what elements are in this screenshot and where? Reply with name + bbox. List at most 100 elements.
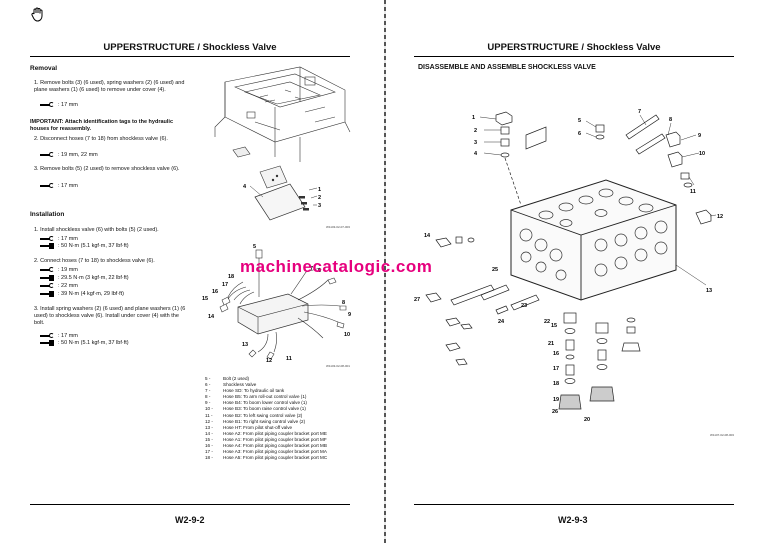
- hand-stop-icon: [31, 7, 43, 22]
- installation-step-2-tool-1: : 29.5 N·m (3 kgf·m, 22 lbf·ft): [40, 274, 129, 282]
- part-label: 14: [424, 233, 431, 239]
- legend-row: 14 -Hose A2: From pilot piping coupler b…: [205, 430, 327, 436]
- torque-wrench-icon: [40, 290, 54, 297]
- figure2-label: 7: [310, 266, 313, 272]
- legend-row: 9 -Hose B4: To boom lower control valve …: [205, 400, 307, 406]
- removal-step-3: 3. Remove bolts (5) (2 used) to remove s…: [34, 166, 180, 172]
- figure2-label: 10: [344, 332, 350, 338]
- legend-row: 6 -Shockless Valve: [205, 382, 257, 388]
- installation-step-2-tool-0: : 19 mm: [40, 266, 78, 274]
- wrench-icon: [40, 235, 54, 241]
- page-number-left: W2-9-2: [175, 515, 205, 525]
- under-cover-figure: 4 1 2 3: [214, 66, 351, 221]
- legend-row: 5 -Bolt (2 used): [205, 376, 250, 381]
- figure2-label: 6: [318, 268, 321, 274]
- part-label: 21: [548, 341, 554, 347]
- part-label: 20: [584, 417, 590, 423]
- part-label: 13: [706, 288, 712, 294]
- wrench-icon: [40, 151, 54, 157]
- part-label: 23: [521, 303, 527, 309]
- legend-row: 17 -Hose A3: From pilot piping coupler b…: [205, 449, 327, 455]
- installation-step-2: 2. Connect hoses (7 to 18) to shockless …: [34, 258, 155, 264]
- watermark: machinecatalogic.com: [240, 257, 433, 276]
- installation-title: Installation: [30, 211, 65, 218]
- torque-wrench-icon: [40, 274, 54, 281]
- installation-step-3-torque: : 50 N·m (5.1 kgf·m, 37 lbf·ft): [40, 339, 129, 347]
- page-number-right: W2-9-3: [558, 515, 588, 525]
- important-note: IMPORTANT: Attach identification tags to…: [30, 119, 174, 132]
- page-header-right: UPPERSTRUCTURE / Shockless Valve: [414, 42, 734, 57]
- valve-hoses-figure: 5 18 17 16 15 14 13 12 11 6 7 8 9 10: [202, 244, 351, 362]
- removal-step-2: 2. Disconnect hoses (7 to 18) from shock…: [34, 136, 168, 142]
- legend-row: 8 -Hose B5: To arm roll-out control valv…: [205, 394, 307, 400]
- left-page: UPPERSTRUCTURE / Shockless Valve Removal…: [0, 0, 384, 543]
- removal-step-1: 1. Remove bolts (3) (6 used), spring was…: [34, 80, 185, 93]
- wrench-icon: [40, 101, 54, 107]
- figure2-label: 11: [286, 356, 292, 362]
- torque-wrench-icon: [40, 242, 54, 249]
- figure2-label: 15: [202, 296, 208, 302]
- installation-step-1-tool: : 17 mm: [40, 235, 78, 243]
- installation-step-1-torque: : 50 N·m (5.1 kgf·m, 37 lbf·ft): [40, 242, 129, 250]
- right-page: UPPERSTRUCTURE / Shockless Valve DISASSE…: [386, 0, 768, 543]
- figure1-caption: W1103-02-07-003: [326, 225, 350, 229]
- part-label: 7: [638, 109, 641, 115]
- figure1-label: 2: [318, 195, 321, 201]
- legend-row: 15 -Hose A1: From pilot piping coupler b…: [205, 436, 327, 442]
- page-divider: [384, 0, 386, 543]
- wrench-icon: [40, 332, 54, 338]
- figure2-label: 9: [348, 312, 351, 318]
- part-label: 25: [492, 267, 498, 273]
- part-label: 1: [472, 115, 475, 121]
- removal-step-3-tool: : 17 mm: [40, 182, 78, 190]
- part-label: 27: [414, 297, 420, 303]
- legend-row: 11 -Hose B2: To left swing control valve…: [205, 412, 303, 418]
- figure2-caption: W1103-02-08-001: [326, 364, 350, 368]
- figure1-label: 3: [318, 203, 321, 209]
- removal-step-1-tool: : 17 mm: [40, 101, 78, 109]
- footer-rule: [30, 504, 350, 505]
- installation-step-3: 3. Install spring washers (2) (6 used) a…: [34, 306, 186, 326]
- installation-step-2-tool-3: : 39 N·m (4 kgf·m, 29 lbf·ft): [40, 290, 124, 298]
- installation-step-3-tool: : 17 mm: [40, 332, 78, 340]
- figure2-label: 18: [228, 274, 234, 280]
- figure2-label: 13: [242, 342, 248, 348]
- part-label: 18: [553, 381, 559, 387]
- footer-rule: [414, 504, 734, 505]
- legend-row: 18 -Hose A5: From pilot piping coupler b…: [205, 455, 328, 461]
- part-label: 10: [699, 151, 705, 157]
- part-label: 24: [498, 319, 505, 325]
- legend-row: 10 -Hose B3: To boom raise control valve…: [205, 406, 306, 412]
- wrench-icon: [40, 282, 54, 288]
- figure2-label: 14: [208, 314, 215, 320]
- part-label: 12: [717, 214, 723, 220]
- shockless-valve-exploded-view: 1 2 3 4 5 6 7 8 9 10 11 12 13 14 15 16 1…: [414, 109, 723, 423]
- legend-row: 12 -Hose B1: To right swing control valv…: [205, 418, 306, 424]
- legend-row: 7 -Hose SD: To hydraulic oil tank: [205, 388, 285, 394]
- part-label: 26: [552, 409, 558, 415]
- part-label: 8: [669, 117, 672, 123]
- part-label: 5: [578, 118, 581, 124]
- page-header-left: UPPERSTRUCTURE / Shockless Valve: [30, 42, 350, 57]
- installation-step-1: 1. Install shockless valve (6) with bolt…: [34, 227, 159, 233]
- part-label: 19: [553, 397, 559, 403]
- part-label: 9: [698, 133, 701, 139]
- wrench-icon: [40, 182, 54, 188]
- figure2-label: 16: [212, 289, 218, 295]
- figure1-label: 1: [318, 187, 321, 193]
- installation-step-2-tool-2: : 22 mm: [40, 282, 78, 290]
- legend-row: 16 -Hose A4: From pilot piping coupler b…: [205, 443, 327, 449]
- part-label: 2: [474, 128, 477, 134]
- part-label: 16: [553, 351, 559, 357]
- section-title: DISASSEMBLE AND ASSEMBLE SHOCKLESS VALVE: [418, 64, 596, 71]
- figure2-label: 8: [342, 300, 345, 306]
- hose-legend: 5 -Bolt (2 used) 6 -Shockless Valve 7 -H…: [205, 376, 327, 461]
- wrench-icon: [40, 266, 54, 272]
- part-label: 6: [578, 131, 581, 137]
- part-label: 11: [690, 189, 696, 195]
- removal-title: Removal: [30, 65, 58, 72]
- figure2-label: 17: [222, 282, 228, 288]
- legend-row: 13 -Hose HT: From pilot shut-off valve: [205, 424, 293, 430]
- figure-caption-right: W1107-02-08-003: [710, 433, 734, 437]
- torque-wrench-icon: [40, 339, 54, 346]
